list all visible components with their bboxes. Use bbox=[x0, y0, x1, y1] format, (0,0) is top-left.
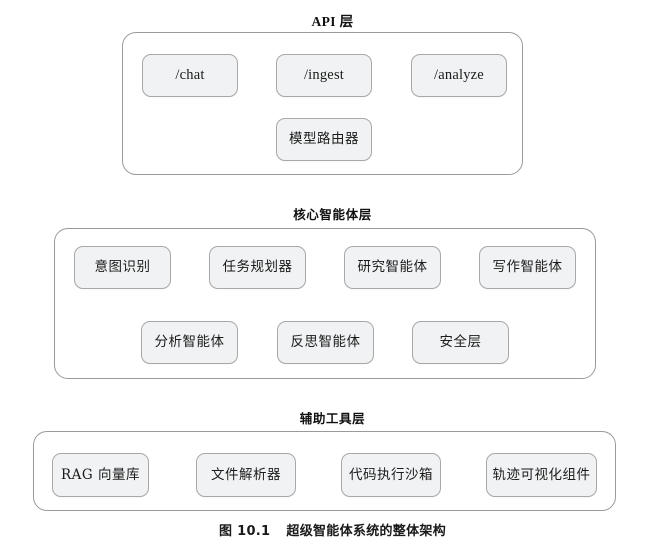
api-node-analyze[interactable]: /analyze bbox=[411, 54, 507, 97]
core-node-intent-recognition[interactable]: 意图识别 bbox=[74, 246, 171, 289]
core-node-task-planner[interactable]: 任务规划器 bbox=[209, 246, 306, 289]
core-node-reflection-agent[interactable]: 反思智能体 bbox=[277, 321, 374, 364]
tool-node-rag-vector-store[interactable]: RAG 向量库 bbox=[52, 453, 149, 497]
figure-caption-text: 超级智能体系统的整体架构 bbox=[286, 524, 446, 539]
api-node-ingest[interactable]: /ingest bbox=[276, 54, 372, 97]
tool-node-file-parser[interactable]: 文件解析器 bbox=[196, 453, 296, 497]
core-node-writing-agent[interactable]: 写作智能体 bbox=[479, 246, 576, 289]
core-node-research-agent[interactable]: 研究智能体 bbox=[344, 246, 441, 289]
figure-caption: 图 10.1 超级智能体系统的整体架构 bbox=[0, 520, 665, 539]
core-node-analysis-agent[interactable]: 分析智能体 bbox=[141, 321, 238, 364]
tool-node-trace-visualizer[interactable]: 轨迹可视化组件 bbox=[486, 453, 597, 497]
api-layer-title: API 层 bbox=[311, 14, 354, 29]
tool-node-code-sandbox[interactable]: 代码执行沙箱 bbox=[341, 453, 441, 497]
figure-caption-number: 图 10.1 bbox=[218, 524, 271, 539]
core-agent-layer-title: 核心智能体层 bbox=[293, 207, 372, 222]
core-node-safety-layer[interactable]: 安全层 bbox=[412, 321, 509, 364]
tool-layer-title: 辅助工具层 bbox=[299, 411, 366, 426]
api-node-model-router[interactable]: 模型路由器 bbox=[276, 118, 372, 161]
api-node-chat[interactable]: /chat bbox=[142, 54, 238, 97]
